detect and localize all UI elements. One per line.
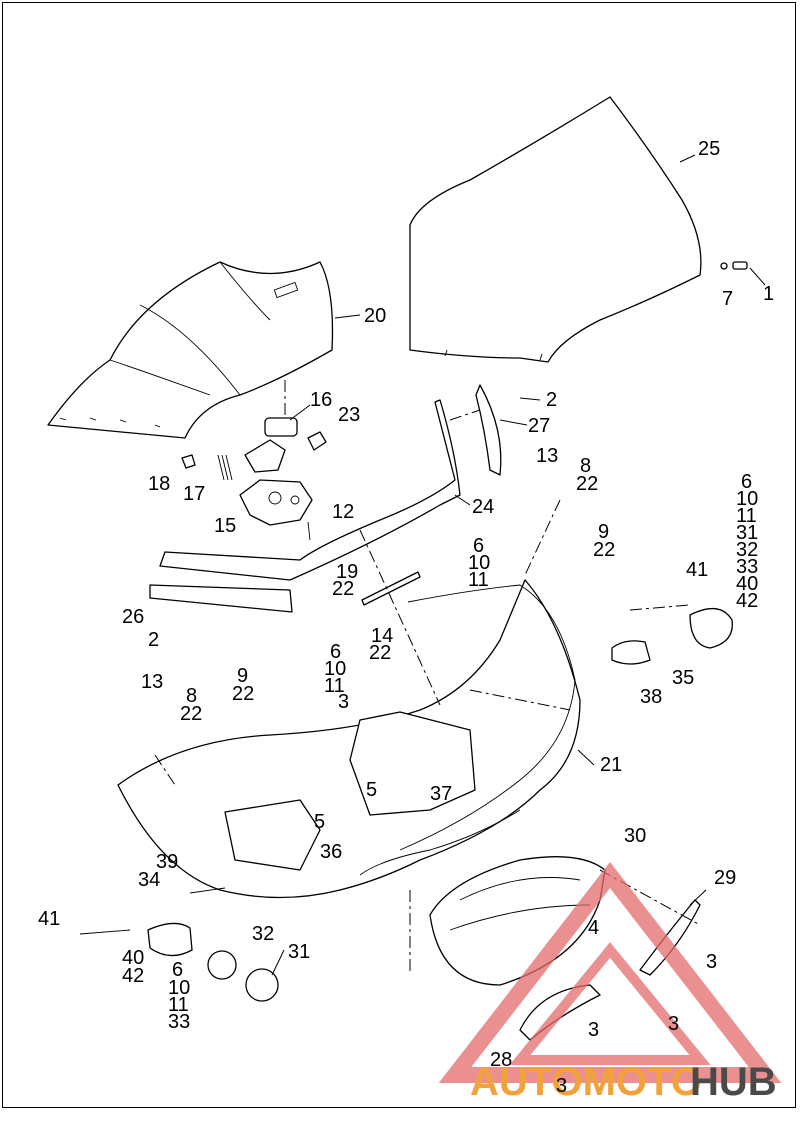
- watermark-text-part2: HUB: [690, 1060, 777, 1104]
- callout-label: 6: [330, 641, 341, 663]
- callout-label: 14: [371, 625, 393, 647]
- callout-label: 37: [430, 783, 452, 805]
- callout-label: 28: [490, 1049, 512, 1071]
- callout-label: 31: [288, 941, 310, 963]
- callout-label: 31: [736, 522, 758, 544]
- callout-label: 40: [736, 573, 758, 595]
- callout-label: 30: [624, 825, 646, 847]
- callout-label: 11: [736, 505, 757, 527]
- outer-fairing-part: [117, 579, 581, 899]
- callout-label: 5: [314, 811, 325, 833]
- windshield-part: [409, 96, 748, 363]
- callout-label: 12: [332, 501, 354, 523]
- callout-label: 11: [324, 675, 345, 697]
- callout-label: 23: [338, 404, 360, 426]
- callout-label: 3: [668, 1013, 679, 1035]
- callout-label: 10: [468, 552, 490, 574]
- callout-label: 10: [736, 488, 758, 510]
- callout-label: 6: [172, 959, 183, 981]
- callout-label: 2: [546, 389, 557, 411]
- callout-label: 11: [168, 994, 189, 1016]
- callout-label: 22: [332, 578, 354, 600]
- callout-label: 13: [141, 671, 163, 693]
- callout-label: 3: [338, 691, 349, 713]
- callout-label: 39: [156, 851, 178, 873]
- callout-label: 5: [366, 779, 377, 801]
- callout-label: 6: [473, 535, 484, 557]
- trim-strip-parts: [149, 384, 502, 613]
- callout-label: 42: [122, 965, 144, 987]
- callout-label: 26: [122, 606, 144, 628]
- callout-label: 1: [763, 283, 774, 305]
- callout-label: 19: [336, 561, 358, 583]
- callout-label: 8: [580, 455, 591, 477]
- callout-label: 33: [736, 556, 758, 578]
- callout-label: 4: [588, 917, 599, 939]
- watermark-logo: AUTOMOTO HUB: [438, 861, 782, 1104]
- callout-label: 20: [364, 305, 386, 327]
- diagram-frame: [2, 2, 796, 1108]
- callout-label: 22: [232, 683, 254, 705]
- assembly-lines: [154, 380, 701, 975]
- callout-label: 25: [698, 138, 720, 160]
- callout-label: 7: [722, 288, 733, 310]
- callout-label: 42: [736, 590, 758, 612]
- callout-label: 8: [186, 685, 197, 707]
- callout-label: 29: [714, 867, 736, 889]
- callout-label: 16: [310, 389, 332, 411]
- leader-lines: [271, 154, 766, 976]
- inner-fairing-part: [47, 261, 334, 439]
- callout-label: 3: [588, 1019, 599, 1041]
- callout-label: 22: [576, 473, 598, 495]
- callout-label: 36: [320, 841, 342, 863]
- callout-label: 41: [686, 559, 708, 581]
- callout-label: 10: [168, 977, 190, 999]
- callout-label: 21: [600, 754, 622, 776]
- mount-bracket-assembly: [181, 417, 327, 541]
- callout-label: 41: [38, 908, 60, 930]
- callout-label: 9: [598, 521, 609, 543]
- callout-label: 22: [369, 642, 391, 664]
- callout-label: 10: [324, 658, 346, 680]
- callout-label: 11: [468, 569, 489, 591]
- callout-label: 3: [556, 1075, 567, 1097]
- callout-label: 32: [736, 539, 758, 561]
- callout-label: 27: [528, 415, 550, 437]
- callout-label: 33: [168, 1011, 190, 1033]
- turn-signal-parts: [79, 608, 733, 1002]
- callout-label: 38: [640, 686, 662, 708]
- callout-label: 34: [138, 869, 160, 891]
- callout-label: 32: [252, 923, 274, 945]
- callout-label: 3: [706, 951, 717, 973]
- callout-label: 17: [183, 483, 205, 505]
- callout-labels: 25 7 1 20 2 27 16 23 18 17 15 12 24 13 8…: [38, 138, 774, 1097]
- callout-label: 6: [741, 471, 752, 493]
- callout-label: 2: [148, 629, 159, 651]
- callout-label: 13: [536, 445, 558, 467]
- callout-label: 18: [148, 473, 170, 495]
- callout-label: 9: [237, 665, 248, 687]
- callout-label: 22: [180, 703, 202, 725]
- callout-label: 35: [672, 667, 694, 689]
- callout-label: 15: [214, 515, 236, 537]
- callout-label: 24: [472, 496, 494, 518]
- callout-label: 22: [593, 539, 615, 561]
- callout-label: 40: [122, 947, 144, 969]
- watermark-text-part1: AUTOMOTO: [470, 1060, 702, 1104]
